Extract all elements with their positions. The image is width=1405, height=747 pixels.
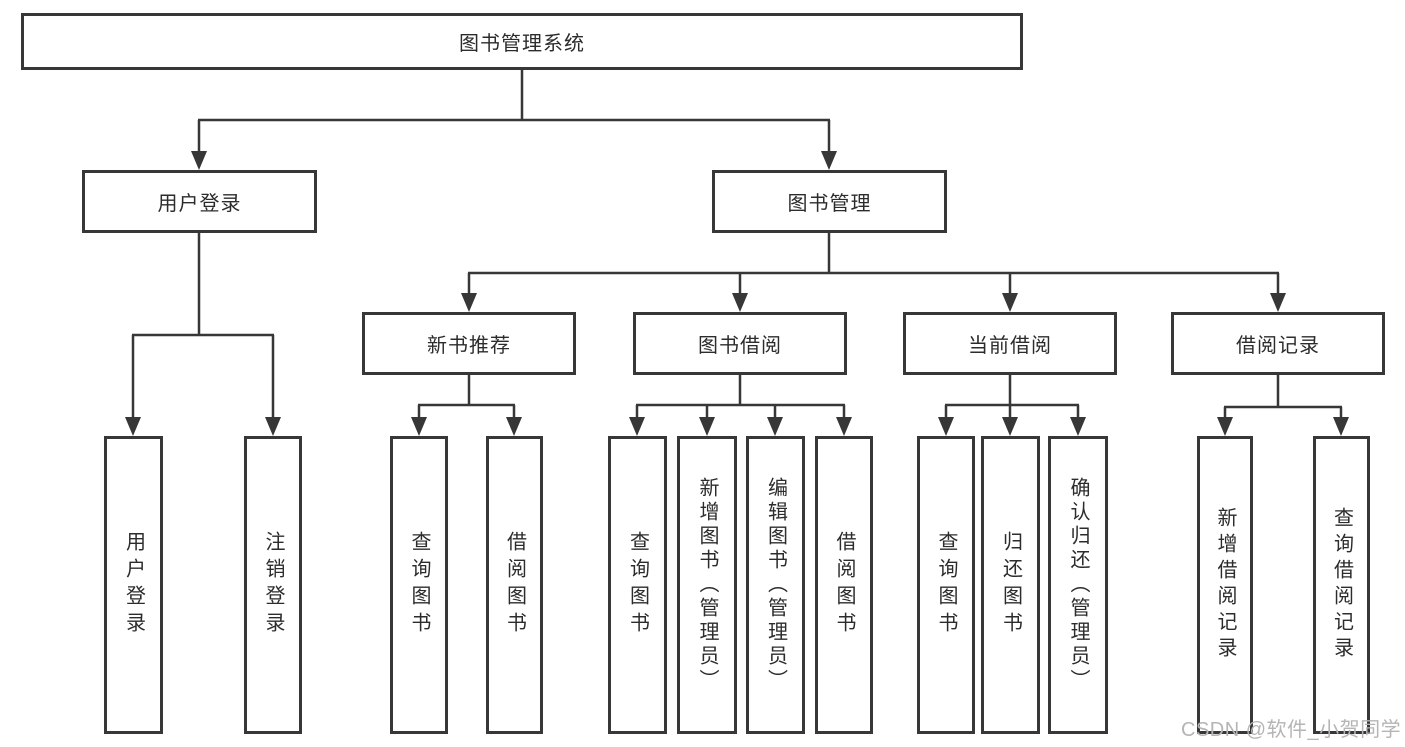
node-book-management: 图书管理 bbox=[712, 170, 947, 233]
watermark: CSDN @软件_小贺同学 bbox=[1181, 719, 1402, 741]
leaf-user-login: 用户登录 bbox=[104, 436, 163, 734]
leaf-records-query-record-label: 查询借阅记录 bbox=[1330, 507, 1353, 663]
leaf-borrowing-add-book-admin-label: 新增图书（管理员） bbox=[696, 477, 718, 693]
leaf-borrowing-borrow-book: 借阅图书 bbox=[815, 436, 873, 734]
leaf-current-return-book: 归还图书 bbox=[981, 436, 1040, 734]
leaf-current-query-book-label: 查询图书 bbox=[935, 531, 957, 639]
leaf-records-add-record-label: 新增借阅记录 bbox=[1214, 507, 1236, 663]
node-new-book-recommend: 新书推荐 bbox=[362, 312, 576, 375]
leaf-current-confirm-return-admin: 确认归还（管理员） bbox=[1048, 436, 1108, 734]
node-root: 图书管理系统 bbox=[21, 13, 1023, 70]
node-borrow-records-label: 借阅记录 bbox=[1236, 335, 1320, 357]
leaf-records-query-record: 查询借阅记录 bbox=[1313, 436, 1370, 734]
node-current-borrowing-label: 当前借阅 bbox=[968, 335, 1052, 357]
leaf-borrowing-query-book-label: 查询图书 bbox=[626, 531, 649, 639]
leaf-recommend-borrow-book: 借阅图书 bbox=[486, 436, 543, 734]
leaf-records-add-record: 新增借阅记录 bbox=[1197, 436, 1253, 734]
node-book-borrowing-label: 图书借阅 bbox=[698, 335, 782, 357]
node-user-login-label: 用户登录 bbox=[157, 193, 242, 215]
leaf-user-login-label: 用户登录 bbox=[122, 531, 145, 639]
node-new-book-recommend-label: 新书推荐 bbox=[427, 335, 511, 357]
node-current-borrowing: 当前借阅 bbox=[903, 312, 1117, 375]
leaf-recommend-query-book-label: 查询图书 bbox=[408, 531, 430, 639]
leaf-borrowing-borrow-book-label: 借阅图书 bbox=[833, 531, 855, 639]
node-book-borrowing: 图书借阅 bbox=[633, 312, 847, 375]
leaf-current-return-book-label: 归还图书 bbox=[999, 531, 1022, 639]
leaf-logout-label: 注销登录 bbox=[262, 531, 284, 639]
leaf-borrowing-add-book-admin: 新增图书（管理员） bbox=[677, 436, 737, 734]
leaf-borrowing-edit-book-admin: 编辑图书（管理员） bbox=[746, 436, 805, 734]
leaf-borrowing-edit-book-admin-label: 编辑图书（管理员） bbox=[764, 477, 787, 693]
leaf-current-query-book: 查询图书 bbox=[917, 436, 975, 734]
node-root-label: 图书管理系统 bbox=[459, 33, 585, 55]
leaf-recommend-borrow-book-label: 借阅图书 bbox=[503, 531, 526, 639]
node-borrow-records: 借阅记录 bbox=[1171, 312, 1385, 375]
leaf-logout: 注销登录 bbox=[244, 436, 302, 734]
node-user-login: 用户登录 bbox=[82, 170, 317, 233]
leaf-current-confirm-return-admin-label: 确认归还（管理员） bbox=[1067, 477, 1089, 693]
leaf-recommend-query-book: 查询图书 bbox=[390, 436, 448, 734]
leaf-borrowing-query-book: 查询图书 bbox=[608, 436, 667, 734]
node-book-management-label: 图书管理 bbox=[787, 193, 872, 215]
